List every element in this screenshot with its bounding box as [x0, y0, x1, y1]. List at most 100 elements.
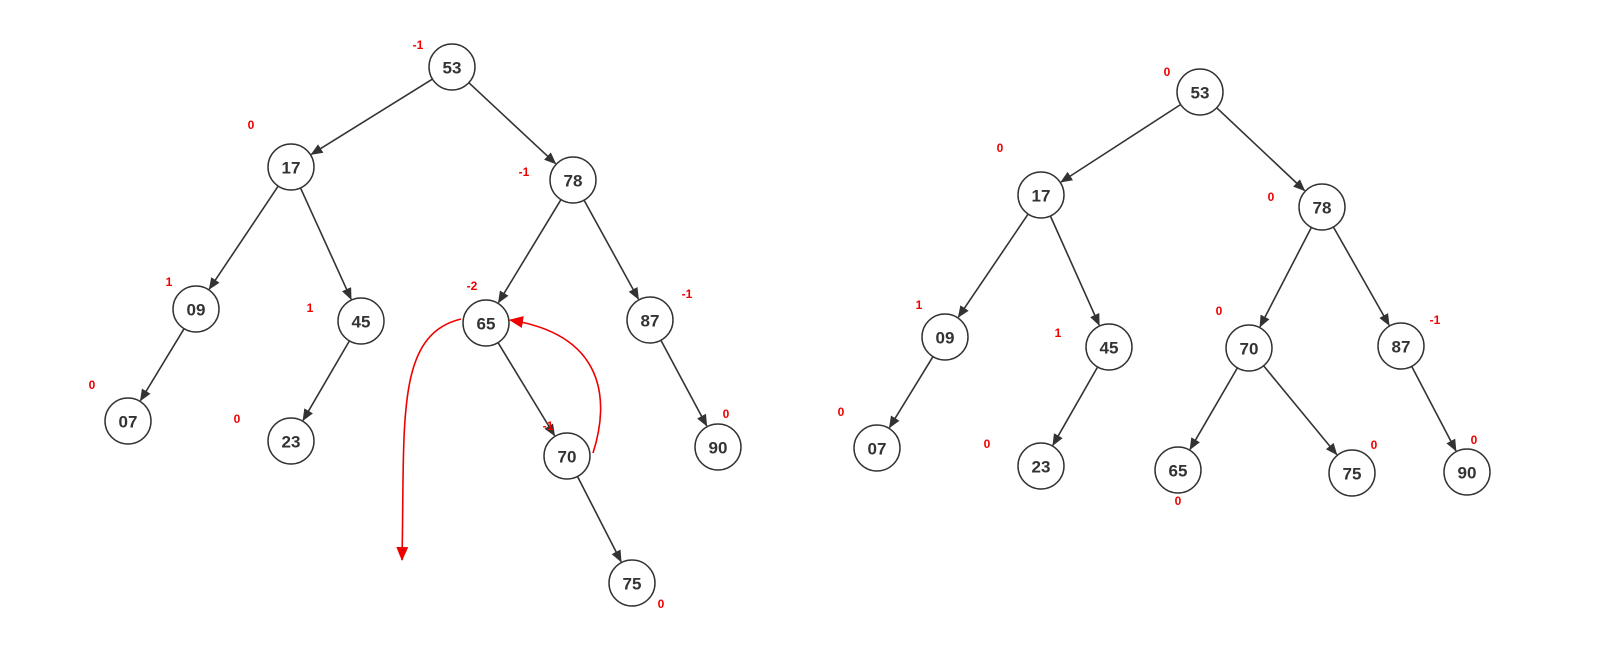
node-78: 78 [1298, 183, 1346, 231]
node-53: 53 [1176, 68, 1224, 116]
node-circle [853, 424, 901, 472]
node-key: 45 [1100, 339, 1119, 358]
edge-09-07 [139, 328, 185, 402]
edge-78-87 [583, 199, 640, 300]
node-key: 87 [1392, 338, 1411, 357]
node-key: 90 [709, 439, 728, 458]
node-key: 75 [623, 575, 642, 594]
node-23: 23 [267, 417, 315, 465]
balance-factor-75: 0 [1371, 438, 1378, 452]
edge-45-23 [1052, 366, 1099, 447]
node-circle [172, 285, 220, 333]
node-key: 70 [1240, 340, 1259, 359]
node-17: 17 [1017, 171, 1065, 219]
balance-factor-23: 0 [234, 412, 241, 426]
node-key: 09 [936, 329, 955, 348]
balance-factor-07: 0 [89, 378, 96, 392]
balance-factor-23: 0 [984, 437, 991, 451]
balance-factor-78: -1 [519, 165, 530, 179]
node-key: 90 [1458, 464, 1477, 483]
node-key: 53 [1191, 84, 1210, 103]
balance-factor-90: 0 [1471, 433, 1478, 447]
node-key: 07 [868, 440, 887, 459]
rotation-arrow-70-up [509, 316, 602, 454]
node-key: 17 [282, 159, 301, 178]
node-90: 90 [694, 423, 742, 471]
tree-before-rotation: 53-117078-109145165-287-107023070-190075… [89, 38, 742, 611]
node-circle [337, 297, 385, 345]
balance-factor-53: -1 [413, 38, 424, 52]
node-circle [1377, 322, 1425, 370]
node-70: 70 [1225, 324, 1273, 372]
node-circle [1085, 323, 1133, 371]
node-53: 53 [428, 43, 476, 91]
balance-factor-45: 1 [307, 301, 314, 315]
node-17: 17 [267, 143, 315, 191]
node-key: 87 [641, 312, 660, 331]
node-circle [608, 559, 656, 607]
node-circle [1154, 446, 1202, 494]
edge-53-78 [1216, 107, 1306, 192]
node-78: 78 [549, 156, 597, 204]
node-45: 45 [1085, 323, 1133, 371]
node-65: 65 [1154, 446, 1202, 494]
node-75: 75 [1328, 449, 1376, 497]
edge-17-45 [1049, 215, 1100, 327]
edge-53-78 [468, 82, 557, 165]
node-circle [104, 397, 152, 445]
node-circle [549, 156, 597, 204]
balance-factor-17: 0 [248, 118, 255, 132]
node-key: 53 [443, 59, 462, 78]
edge-45-23 [302, 340, 351, 422]
node-key: 65 [1169, 462, 1188, 481]
edge-78-65 [497, 199, 562, 304]
node-key: 70 [558, 448, 577, 467]
node-07: 07 [104, 397, 152, 445]
edge-17-09 [957, 213, 1029, 318]
tree-before-edges [139, 78, 708, 563]
node-key: 23 [282, 433, 301, 452]
edge-78-70 [1259, 227, 1313, 328]
node-circle [267, 143, 315, 191]
balance-factor-65: -2 [467, 279, 478, 293]
node-circle [1328, 449, 1376, 497]
node-65: 65 [462, 299, 510, 347]
node-circle [626, 296, 674, 344]
node-key: 07 [119, 413, 138, 432]
edge-87-90 [660, 339, 708, 427]
rotation-arrow-65-down [396, 318, 462, 561]
balance-factor-70: -1 [543, 419, 554, 433]
balance-factor-45: 1 [1055, 326, 1062, 340]
node-09: 09 [921, 313, 969, 361]
node-circle [1298, 183, 1346, 231]
node-key: 17 [1032, 187, 1051, 206]
node-circle [543, 432, 591, 480]
node-75: 75 [608, 559, 656, 607]
edge-87-90 [1410, 366, 1457, 452]
edge-09-07 [888, 356, 934, 429]
node-key: 65 [477, 315, 496, 334]
edge-78-87 [1332, 226, 1390, 326]
edge-65-70 [497, 342, 556, 437]
node-key: 78 [1313, 199, 1332, 218]
node-key: 75 [1343, 465, 1362, 484]
edge-17-45 [299, 187, 352, 301]
node-07: 07 [853, 424, 901, 472]
balance-factor-65: 0 [1175, 494, 1182, 508]
balance-factor-09: 1 [916, 298, 923, 312]
balance-factor-07: 0 [838, 405, 845, 419]
node-key: 45 [352, 313, 371, 332]
node-key: 78 [564, 172, 583, 191]
node-87: 87 [626, 296, 674, 344]
balance-factor-53: 0 [1164, 65, 1171, 79]
edge-70-75 [1262, 365, 1338, 456]
node-87: 87 [1377, 322, 1425, 370]
balance-factor-78: 0 [1268, 190, 1275, 204]
node-70: 70 [543, 432, 591, 480]
tree-before-nodes: 53-117078-109145165-287-107023070-190075… [89, 38, 742, 611]
balance-factor-70: 0 [1216, 304, 1223, 318]
node-45: 45 [337, 297, 385, 345]
